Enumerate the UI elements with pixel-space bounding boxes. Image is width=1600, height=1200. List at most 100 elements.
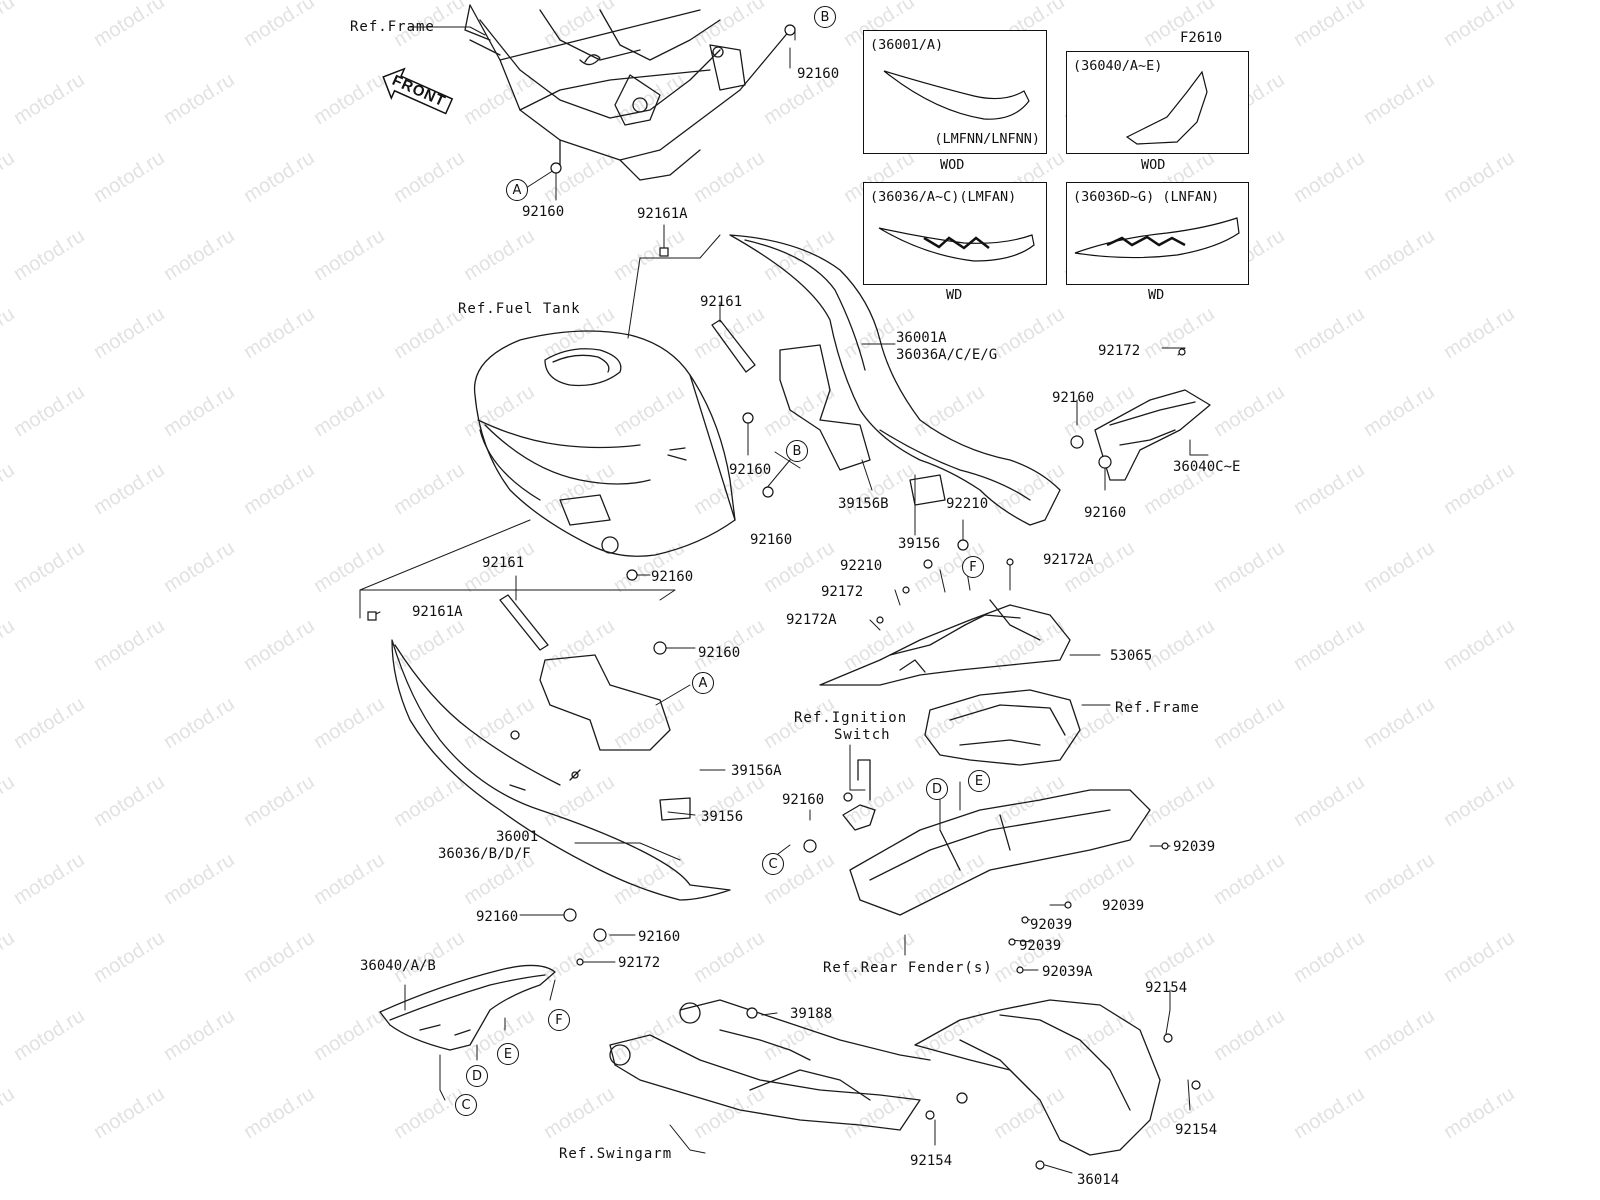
- nut-icon: [550, 162, 562, 174]
- inset-36036-d-g: (36036D~G) (LNFAN): [1066, 182, 1249, 285]
- part-label: 92160: [1052, 390, 1095, 406]
- inset-header: (36040/A~E): [1073, 58, 1163, 74]
- part-label: 39156: [701, 809, 744, 825]
- part-label: 92161: [482, 555, 525, 571]
- nut-icon: [762, 486, 774, 498]
- ref-ignition-label-1: Ref.Ignition: [794, 710, 908, 726]
- callout-a: A: [692, 672, 714, 694]
- screw-icon: [1008, 938, 1016, 946]
- nut-icon: [626, 569, 638, 581]
- strip-parts-drawing: [499, 319, 946, 821]
- left-small-cover-drawing: [379, 964, 556, 1051]
- part-label: 53065: [1110, 648, 1153, 664]
- screw-icon: [1178, 348, 1186, 356]
- front-arrow-icon: [382, 67, 454, 115]
- diagram-code: F2610: [1180, 30, 1223, 46]
- part-label: 39156: [898, 536, 941, 552]
- part-label: 92039: [1030, 917, 1073, 933]
- part-label: 92039: [1019, 938, 1062, 954]
- screw-icon: [1006, 558, 1014, 566]
- part-label: 92210: [840, 558, 883, 574]
- inset-caption: WD: [946, 287, 963, 303]
- clip-icon: [367, 611, 377, 621]
- ref-swingarm-label: Ref.Swingarm: [559, 1146, 673, 1162]
- part-label: 36001: [496, 829, 539, 845]
- screw-icon: [1191, 1080, 1201, 1090]
- inset-header: (36001/A): [870, 37, 944, 53]
- inset-part-sketch: [883, 70, 1030, 120]
- ignition-bracket-drawing: [842, 759, 876, 831]
- callout-e: E: [497, 1043, 519, 1065]
- lower-side-cover-drawing: [391, 639, 731, 901]
- nut-icon: [1070, 435, 1084, 449]
- part-label: 92160: [782, 792, 825, 808]
- part-label: 39156B: [838, 496, 889, 512]
- screw-icon: [876, 616, 884, 624]
- part-label: 92160: [522, 204, 565, 220]
- screw-icon: [925, 1110, 935, 1120]
- screw-icon: [1035, 1160, 1045, 1170]
- part-label: 36040C~E: [1173, 459, 1241, 475]
- part-label: 92160: [698, 645, 741, 661]
- nut-icon: [784, 24, 796, 36]
- rear-frame-drawing: [924, 689, 1081, 766]
- screw-icon: [1016, 966, 1024, 974]
- part-label: 92161A: [637, 206, 688, 222]
- part-label: 92172: [821, 584, 864, 600]
- nut-icon: [563, 908, 577, 922]
- inset-caption: WD: [1148, 287, 1165, 303]
- fuel-tank-drawing: [473, 330, 736, 557]
- part-label: 92160: [797, 66, 840, 82]
- callout-c: C: [455, 1094, 477, 1116]
- inset-36001-a: (36001/A) (LMFNN/LNFNN): [863, 30, 1047, 154]
- inset-36040-a-e: (36040/A~E): [1066, 51, 1249, 154]
- inset-part-sketch: [1074, 217, 1240, 259]
- nut-icon: [653, 641, 667, 655]
- leader-lines: [359, 26, 1209, 1174]
- nut-icon: [593, 928, 607, 942]
- part-label: 92161A: [412, 604, 463, 620]
- part-label: 39188: [790, 1006, 833, 1022]
- right-small-cover-drawing: [1094, 389, 1211, 481]
- part-label: 36014: [1077, 1172, 1120, 1188]
- screw-icon: [1163, 1033, 1173, 1043]
- part-label: 92160: [750, 532, 793, 548]
- rear-fender-drawing: [849, 789, 1151, 916]
- screw-icon: [902, 586, 910, 594]
- part-label: 36040/A/B: [360, 958, 436, 974]
- callout-a: A: [506, 179, 528, 201]
- part-label: 92160: [638, 929, 681, 945]
- part-label: 36036/B/D/F: [438, 846, 531, 862]
- part-label: 92172A: [1043, 552, 1094, 568]
- part-label: 92039: [1102, 898, 1145, 914]
- frame-top-drawing: [464, 4, 791, 181]
- part-label: 39156A: [731, 763, 782, 779]
- part-label: 36036A/C/E/G: [896, 347, 998, 363]
- ref-frame-top-label: Ref.Frame: [350, 19, 435, 35]
- part-label: 92172: [1098, 343, 1141, 359]
- part-label: 36001A: [896, 330, 947, 346]
- screw-icon: [1161, 842, 1169, 850]
- callout-f: F: [962, 556, 984, 578]
- inset-36036-a-c: (36036/A~C)(LMFAN): [863, 182, 1047, 285]
- inset-part-sketch: [1125, 70, 1208, 145]
- screw-icon: [1021, 916, 1029, 924]
- inset-header: (36036/A~C)(LMFAN): [870, 189, 1017, 205]
- clip-icon: [659, 247, 669, 257]
- part-label: 92161: [700, 294, 743, 310]
- callout-d: D: [466, 1065, 488, 1087]
- part-label: 92039A: [1042, 964, 1093, 980]
- part-label: 92039: [1173, 839, 1216, 855]
- inset-caption: WOD: [940, 157, 965, 173]
- nut-icon: [803, 839, 817, 853]
- screw-icon: [1064, 901, 1072, 909]
- part-label: 92172: [618, 955, 661, 971]
- hugger-drawing: [914, 999, 1161, 1156]
- upper-side-cover-drawing: [729, 234, 1061, 526]
- callout-e: E: [968, 770, 990, 792]
- part-label: 92160: [1084, 505, 1127, 521]
- ref-fuel-tank-label: Ref.Fuel Tank: [458, 301, 581, 317]
- ref-frame-mid-label: Ref.Frame: [1115, 700, 1200, 716]
